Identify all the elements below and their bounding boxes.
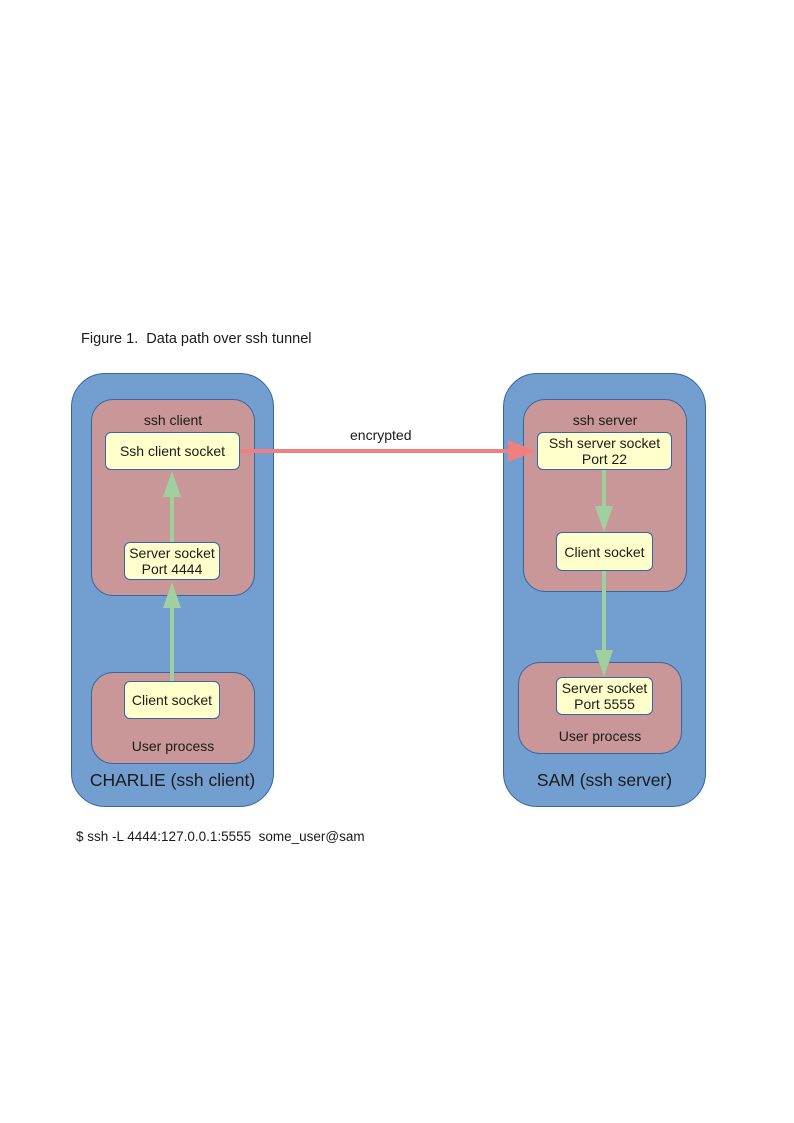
server-host-label: SAM (ssh server): [536, 770, 673, 790]
ssh-client-socket: Ssh client socket: [105, 432, 240, 470]
server-socket-4444: Server socket Port 4444: [124, 542, 220, 580]
server-socket-5555-line2: Port 5555: [574, 696, 635, 712]
ssh-server-client-socket-label: Client socket: [564, 543, 645, 560]
ssh-server-client-socket: Client socket: [556, 532, 653, 571]
figure-caption: Figure 1. Data path over ssh tunnel: [81, 331, 312, 347]
server-socket-4444-line2: Port 4444: [141, 561, 203, 577]
ssh-client-socket-label: Ssh client socket: [119, 443, 226, 459]
tunnel-label: encrypted: [350, 427, 412, 443]
ssh-server-socket: Ssh server socket Port 22: [537, 432, 672, 470]
client-user-process-label: User process: [131, 738, 215, 754]
ssh-client-label: ssh client: [143, 412, 203, 428]
ssh-server-socket-line2: Port 22: [581, 451, 628, 467]
ssh-server-socket-line1: Ssh server socket: [548, 435, 661, 451]
server-socket-4444-line1: Server socket: [129, 545, 215, 561]
client-user-client-socket: Client socket: [124, 681, 220, 719]
client-host-label: CHARLIE (ssh client): [89, 770, 256, 790]
server-user-process-label: User process: [558, 728, 642, 744]
client-user-client-socket-label: Client socket: [131, 692, 213, 708]
server-host-box: ssh server User process SAM (ssh server): [503, 373, 706, 807]
server-socket-5555: Server socket Port 5555: [556, 677, 653, 715]
server-socket-5555-line1: Server socket: [561, 680, 648, 696]
ssh-server-label: ssh server: [572, 412, 638, 428]
ssh-command: $ ssh -L 4444:127.0.0.1:5555 some_user@s…: [76, 829, 365, 844]
